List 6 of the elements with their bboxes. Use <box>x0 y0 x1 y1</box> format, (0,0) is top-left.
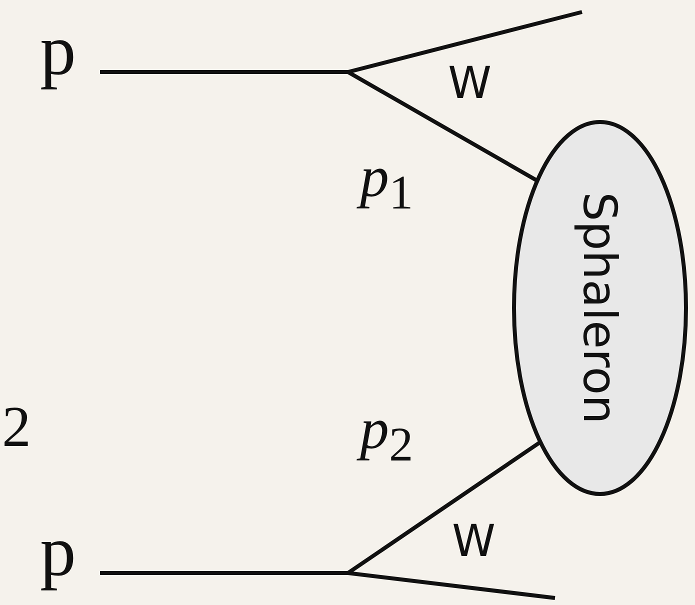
particle-line <box>100 70 537 182</box>
node-label: Sphaleron <box>577 192 623 424</box>
boson-label: W <box>448 62 492 106</box>
index-label: 2 <box>2 398 31 456</box>
sphaleron-ellipse <box>512 120 688 496</box>
boson-label: W <box>452 520 496 564</box>
